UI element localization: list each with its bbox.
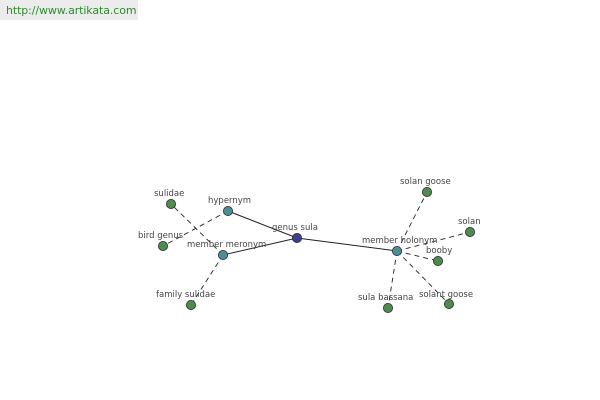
edge-member-meronym-to-family-sulidae [190,254,224,306]
edge-member-holonym-to-solan [396,231,471,252]
node-label-bird-genus[interactable]: bird genus [138,231,184,241]
edge-member-holonym-to-booby [396,250,439,262]
source-bar: http://www.artikata.com [0,0,138,20]
graph-edges [162,191,471,309]
node-label-hypernym[interactable]: hypernym [208,196,251,206]
node-bird-genus[interactable] [157,240,168,251]
node-label-member-meronym[interactable]: member meronym [187,240,266,250]
edge-genus-sula-to-member-meronym [222,237,298,256]
node-label-solan[interactable]: solan [458,217,481,227]
edge-member-meronym-to-sulidae [170,203,224,256]
node-label-genus-sula[interactable]: genus sula [272,223,318,233]
node-booby[interactable] [432,255,443,266]
node-label-member-holonym[interactable]: member holonym [362,236,437,246]
node-label-sulidae[interactable]: sulidae [154,189,184,199]
graph-labels: genus sula hypernym member meronym member h… [138,177,481,303]
node-label-solan-goose-2[interactable]: solant goose [419,290,473,300]
node-solan-goose-1[interactable] [421,186,432,197]
edge-genus-sula-to-member-holonym [296,237,398,252]
graph-nodes [157,186,475,313]
node-hypernym[interactable] [222,205,233,216]
edge-member-holonym-to-sula-bassana [387,250,398,309]
node-label-booby[interactable]: booby [426,246,452,256]
node-member-meronym[interactable] [217,249,228,260]
node-family-sulidae[interactable] [185,299,196,310]
node-genus-sula[interactable] [291,232,302,243]
node-label-family-sulidae[interactable]: family sulidae [156,290,215,300]
node-label-sula-bassana[interactable]: sula bassana [358,293,413,303]
edge-member-holonym-to-solan-goose-1 [396,191,428,252]
source-link[interactable]: http://www.artikata.com [6,4,137,17]
node-solan-goose-2[interactable] [443,298,454,309]
node-solan[interactable] [464,226,475,237]
node-label-solan-goose-1[interactable]: solan goose [400,177,451,187]
edge-member-holonym-to-solan-goose-2 [396,250,450,305]
node-member-holonym[interactable] [391,245,402,256]
node-sula-bassana[interactable] [382,302,393,313]
edge-genus-sula-to-hypernym [227,210,298,239]
node-sulidae[interactable] [165,198,176,209]
